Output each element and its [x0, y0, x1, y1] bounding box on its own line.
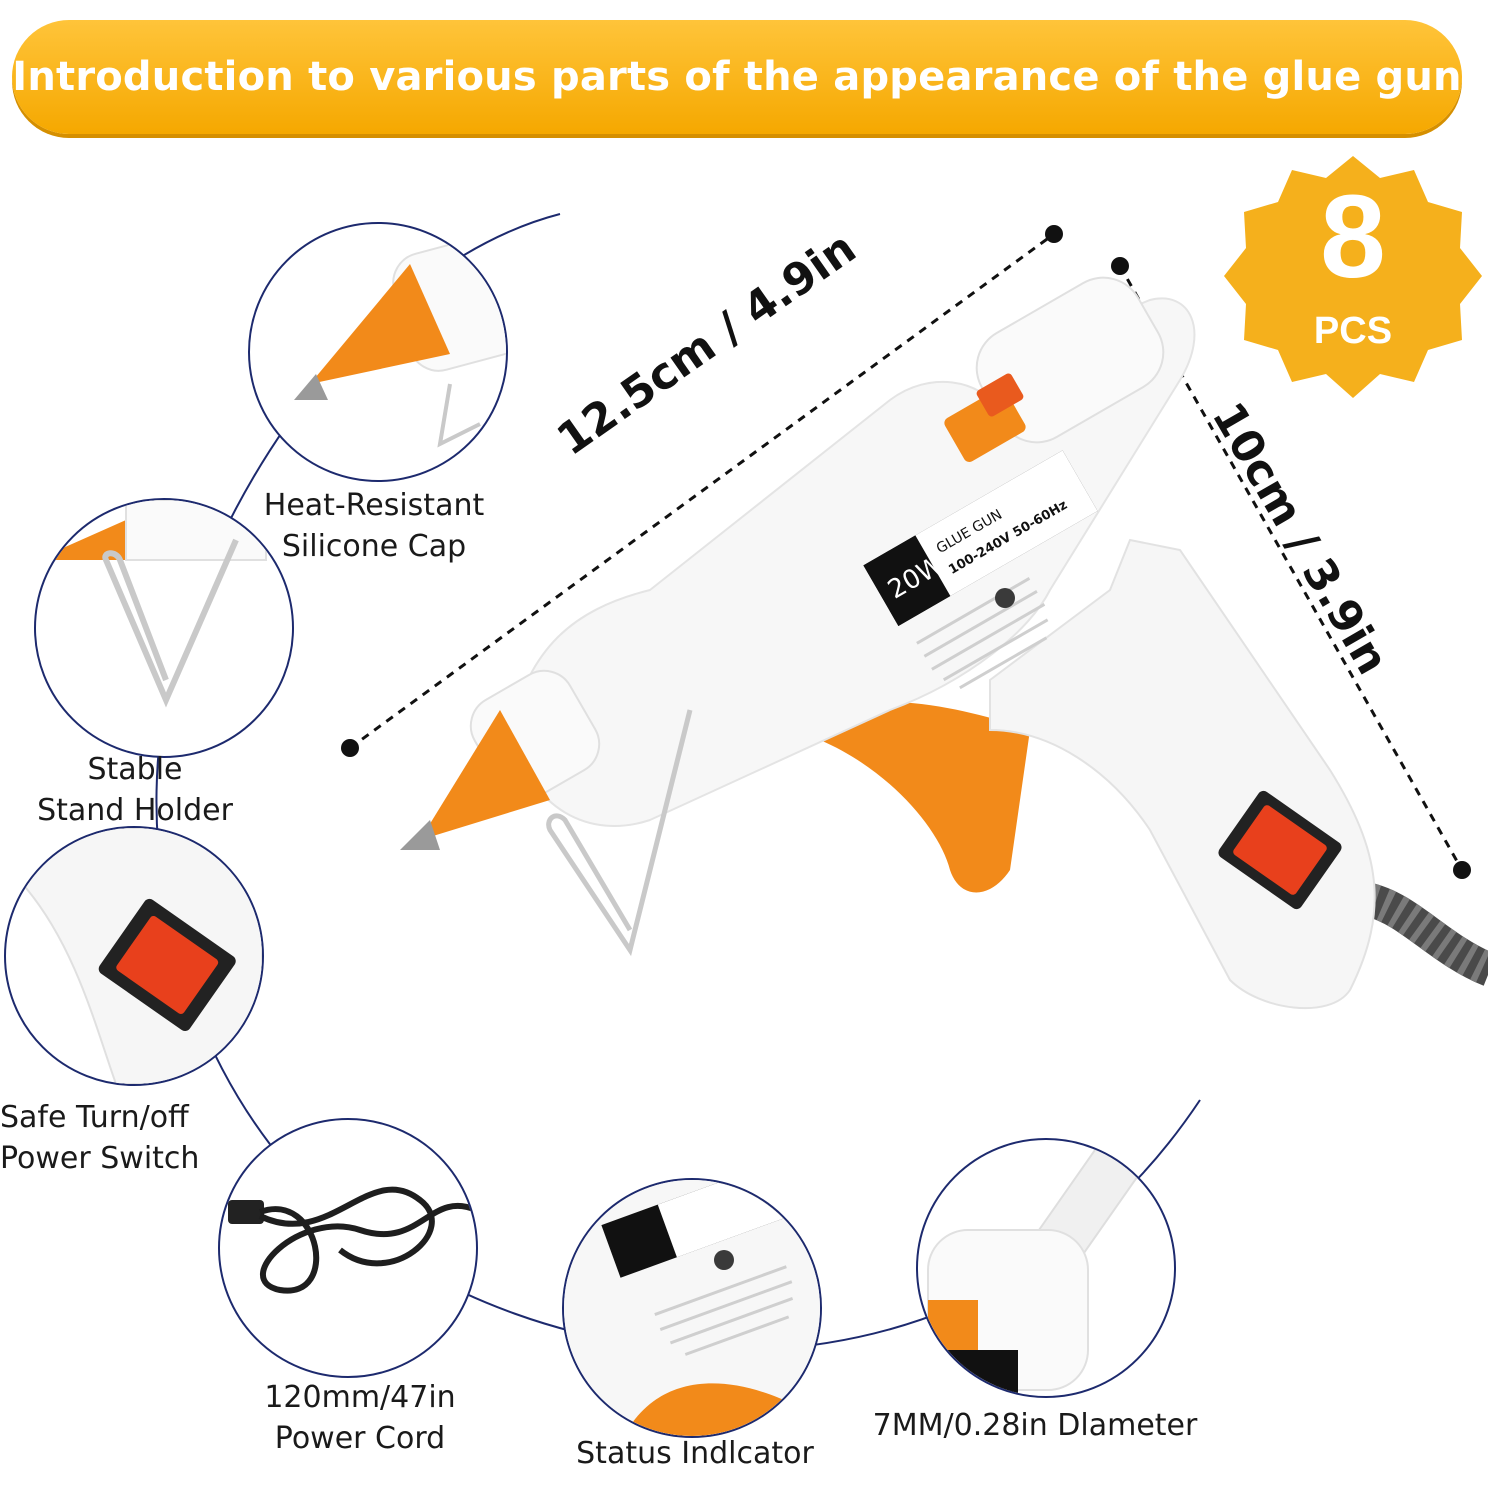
quantity-badge: 8 PCS: [1222, 152, 1484, 402]
title-banner: Introduction to various parts of the app…: [12, 20, 1462, 134]
feature-label-power-switch: Safe Turn/off Power Switch: [0, 1100, 200, 1176]
feature-label-stand-holder: Stable Stand Holder: [37, 752, 233, 828]
feature-label-diameter: 7MM/0.28in Dlameter: [872, 1408, 1198, 1443]
silicone-cap-detail: [248, 222, 508, 482]
feature-label-status-indicator: Status Indlcator: [576, 1436, 814, 1471]
status-indicator-detail: [562, 1178, 822, 1438]
feature-label-silicone-cap: Heat-Resistant Silicone Cap: [263, 488, 485, 564]
glue-gun-illustration: 20W GLUE GUN 100-240V 50-60Hz: [330, 210, 1488, 1040]
badge-unit: PCS: [1313, 310, 1393, 352]
banner-title: Introduction to various parts of the app…: [12, 54, 1462, 100]
power-switch-detail: [4, 826, 264, 1086]
badge-shape: [1224, 156, 1482, 398]
badge-count: 8: [1320, 171, 1386, 303]
glue-stick-diameter-detail: [916, 1138, 1176, 1398]
power-cord-detail: [218, 1118, 478, 1378]
feature-label-power-cord: 120mm/47in Power Cord: [264, 1380, 456, 1456]
stand-holder-detail: [34, 498, 294, 758]
